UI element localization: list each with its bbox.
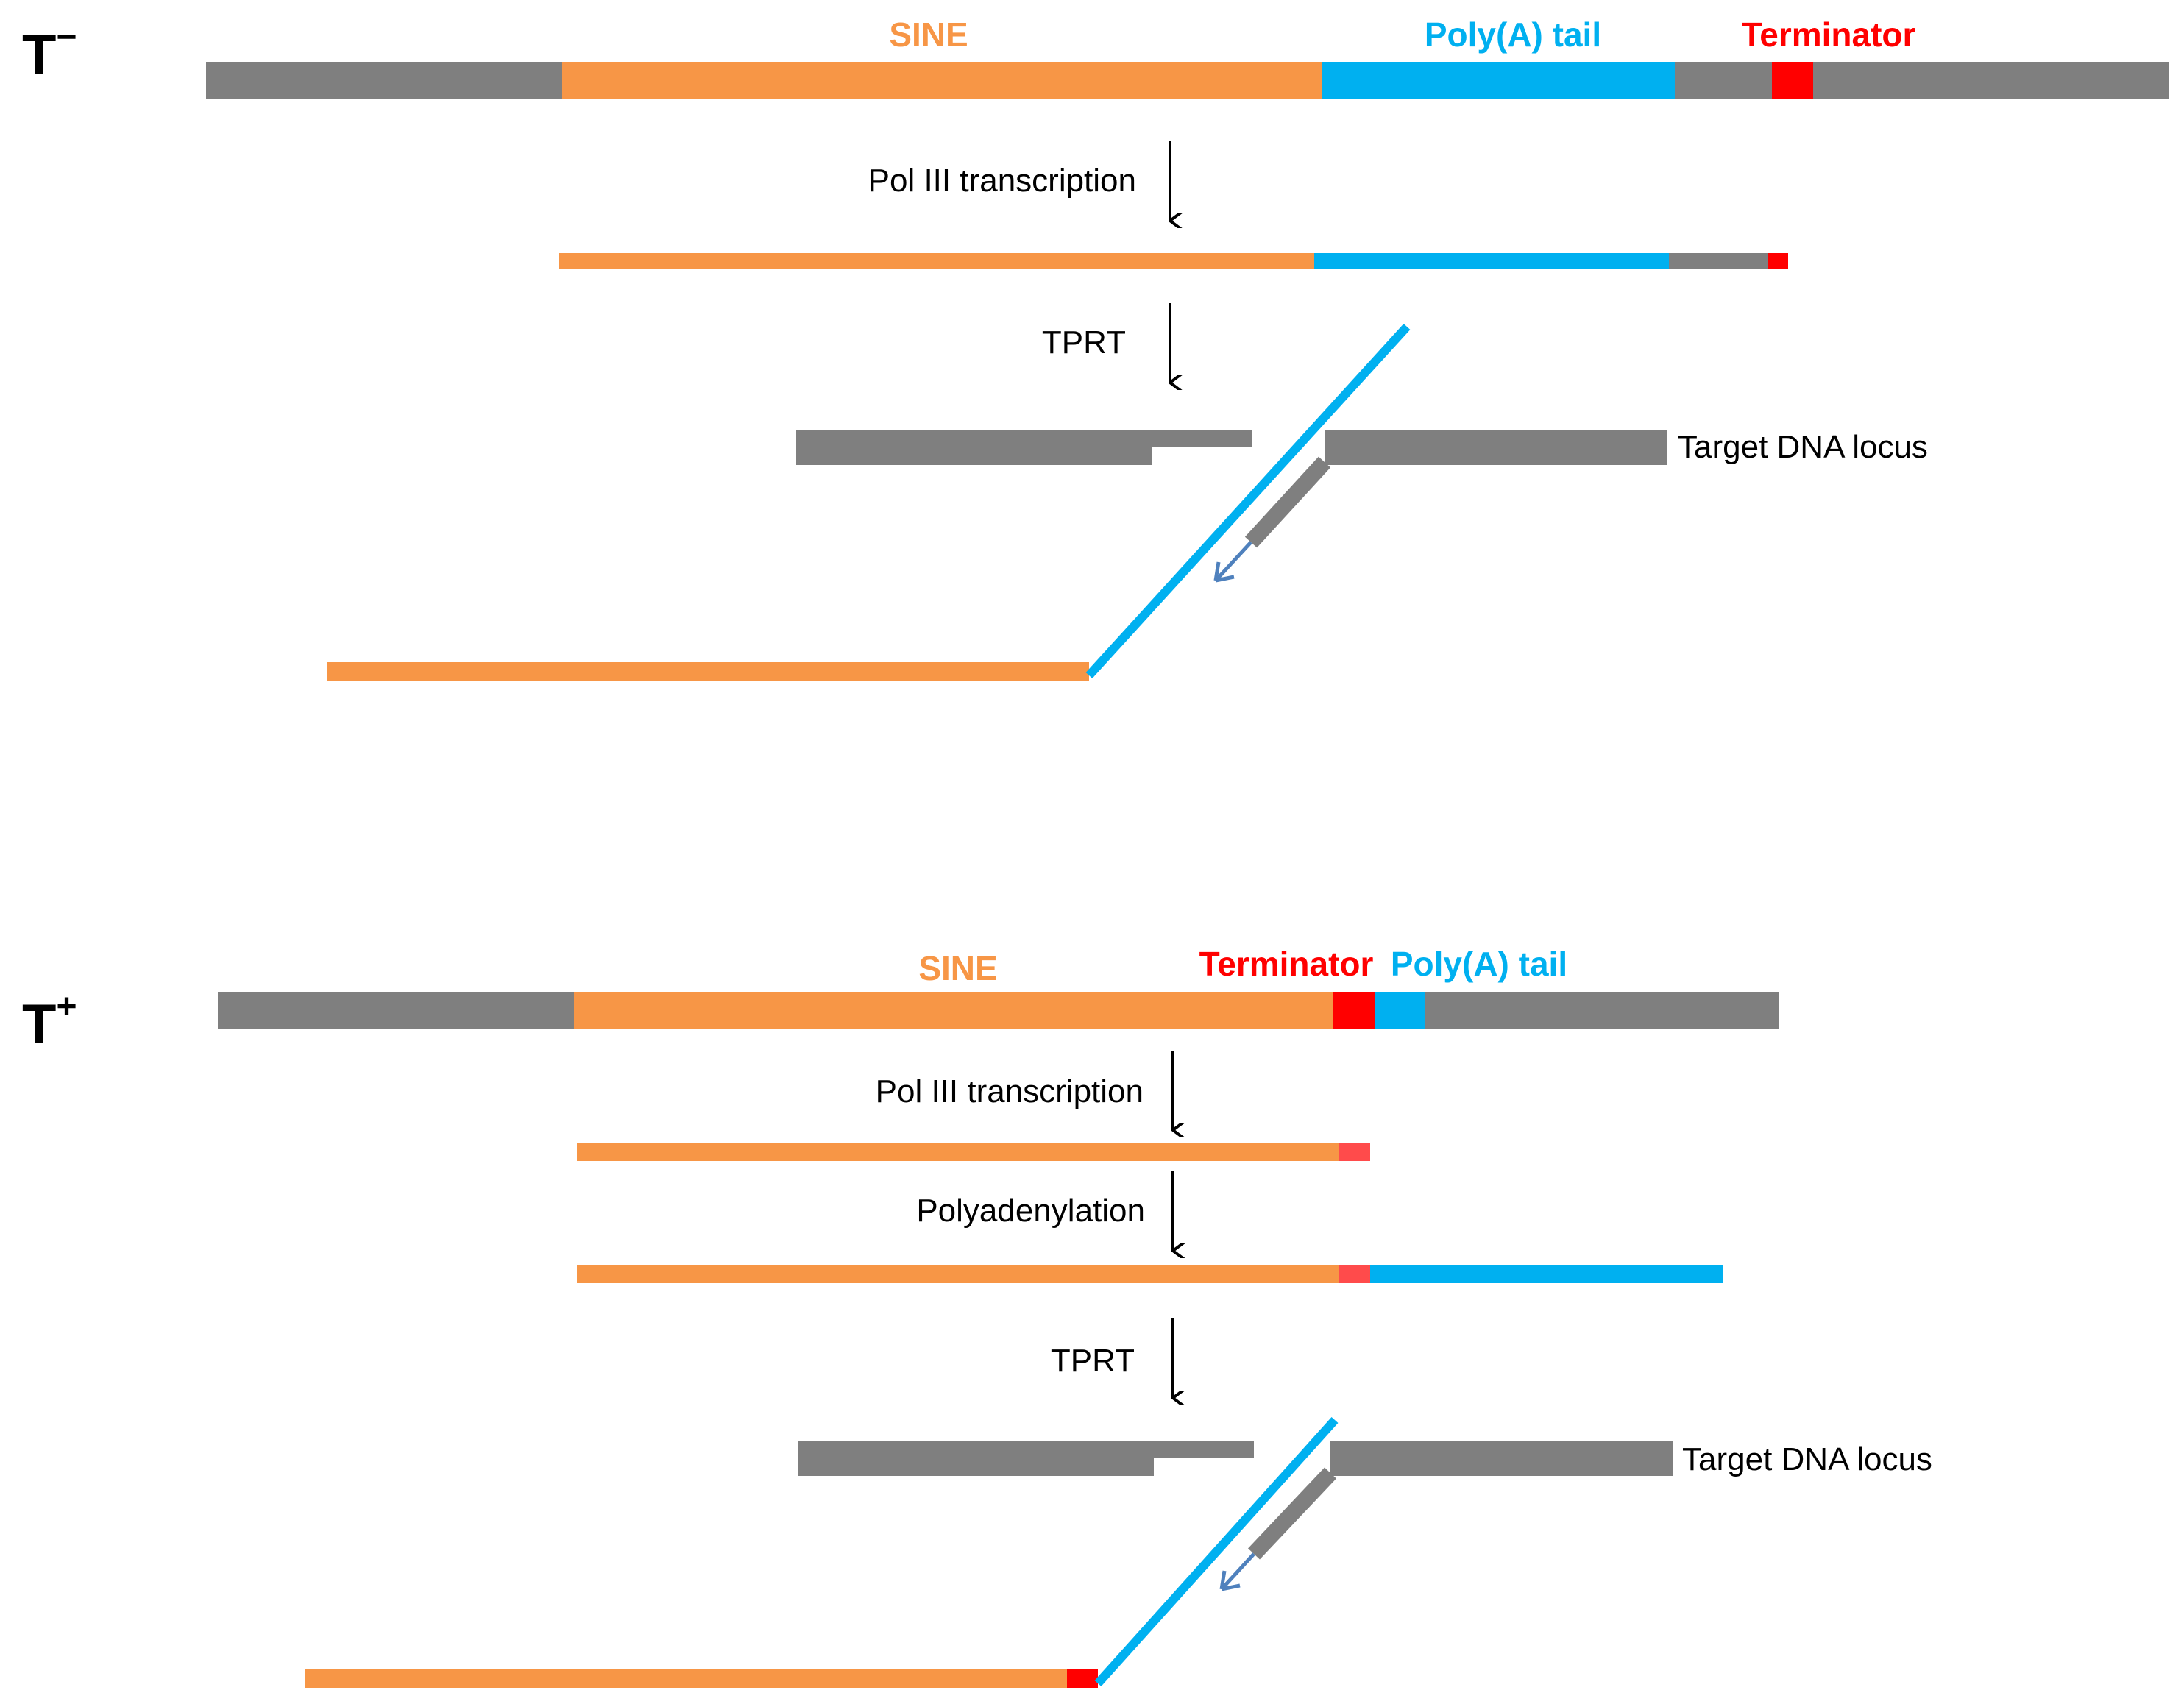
target-dna-left-bottom bbox=[798, 1441, 1154, 1476]
tprt-structure bbox=[327, 323, 1667, 681]
header-sine: SINE bbox=[889, 15, 968, 54]
flank-left bbox=[218, 992, 574, 1029]
target-dna-label: Target DNA locus bbox=[1678, 429, 1928, 465]
transcript-sine bbox=[577, 1265, 1339, 1283]
genomic-locus bbox=[218, 992, 1779, 1029]
cdna-synthesis-arrow bbox=[1220, 1552, 1255, 1591]
panel-label-t-minus: T− bbox=[22, 18, 77, 86]
cdna-synthesis-arrow bbox=[1214, 541, 1252, 582]
target-dna-primer-strand bbox=[1244, 456, 1331, 548]
rna-sine-strand bbox=[305, 1669, 1067, 1688]
spacer-segment bbox=[1675, 62, 1772, 99]
target-dna-primer-strand bbox=[1248, 1467, 1336, 1560]
rna-polya-strand bbox=[1094, 1416, 1339, 1687]
rna-sine-strand bbox=[327, 662, 1089, 681]
cdna-synthesis-arrowhead bbox=[1219, 1570, 1241, 1591]
genomic-locus bbox=[206, 62, 2169, 99]
header-terminator: Terminator bbox=[1742, 15, 1916, 54]
target-dna-label: Target DNA locus bbox=[1682, 1441, 1932, 1477]
transcript-polya bbox=[1370, 1265, 1723, 1283]
panel-label-t-plus: T+ bbox=[22, 987, 77, 1056]
rna-terminator-strand bbox=[1067, 1669, 1098, 1688]
step-label-tprt: TPRT bbox=[1042, 324, 1126, 361]
cdna-synthesis-arrowhead bbox=[1213, 561, 1235, 583]
step-label-transcription: Pol III transcription bbox=[868, 163, 1136, 199]
transcript-terminator bbox=[1339, 1265, 1370, 1283]
step-label-polyadenylation: Polyadenylation bbox=[916, 1193, 1145, 1229]
header-polya-tail: Poly(A) tail bbox=[1425, 15, 1601, 54]
terminator-segment bbox=[1333, 992, 1375, 1029]
sine-segment bbox=[574, 992, 1333, 1029]
target-dna-left-overhang bbox=[1154, 1441, 1254, 1458]
target-dna-left-bottom bbox=[796, 430, 1152, 465]
header-polya-tail: Poly(A) tail bbox=[1391, 945, 1567, 983]
transcript-spacer bbox=[1669, 253, 1768, 269]
transcript-terminator bbox=[1768, 253, 1788, 269]
transcript-polya bbox=[1314, 253, 1669, 269]
sine-segment bbox=[562, 62, 1322, 99]
polya-segment bbox=[1375, 992, 1425, 1029]
header-sine: SINE bbox=[918, 949, 997, 987]
flank-left bbox=[206, 62, 562, 99]
transcript bbox=[577, 1143, 1370, 1161]
step-label-tprt: TPRT bbox=[1051, 1343, 1135, 1379]
flank-right bbox=[1813, 62, 2169, 99]
polyadenylated-transcript bbox=[577, 1265, 1723, 1283]
step-label-transcription: Pol III transcription bbox=[876, 1073, 1144, 1110]
terminator-segment bbox=[1772, 62, 1813, 99]
panel-t-minus: T− SINE Poly(A) tail Terminator Pol III … bbox=[22, 15, 2169, 681]
transcript-sine bbox=[577, 1143, 1339, 1161]
target-dna-right bbox=[1325, 430, 1667, 465]
rna-polya-strand bbox=[1085, 323, 1411, 679]
flank-right bbox=[1425, 992, 1779, 1029]
transcript-terminator bbox=[1339, 1143, 1370, 1161]
transcript bbox=[559, 253, 1788, 269]
polya-segment bbox=[1322, 62, 1675, 99]
target-dna-right bbox=[1330, 1441, 1673, 1476]
transcript-sine bbox=[559, 253, 1314, 269]
target-dna-left-overhang bbox=[1152, 430, 1252, 447]
header-terminator: Terminator bbox=[1199, 945, 1374, 983]
tprt-structure bbox=[305, 1416, 1673, 1688]
panel-t-plus: T+ SINE Terminator Poly(A) tail Pol III … bbox=[22, 945, 1932, 1688]
